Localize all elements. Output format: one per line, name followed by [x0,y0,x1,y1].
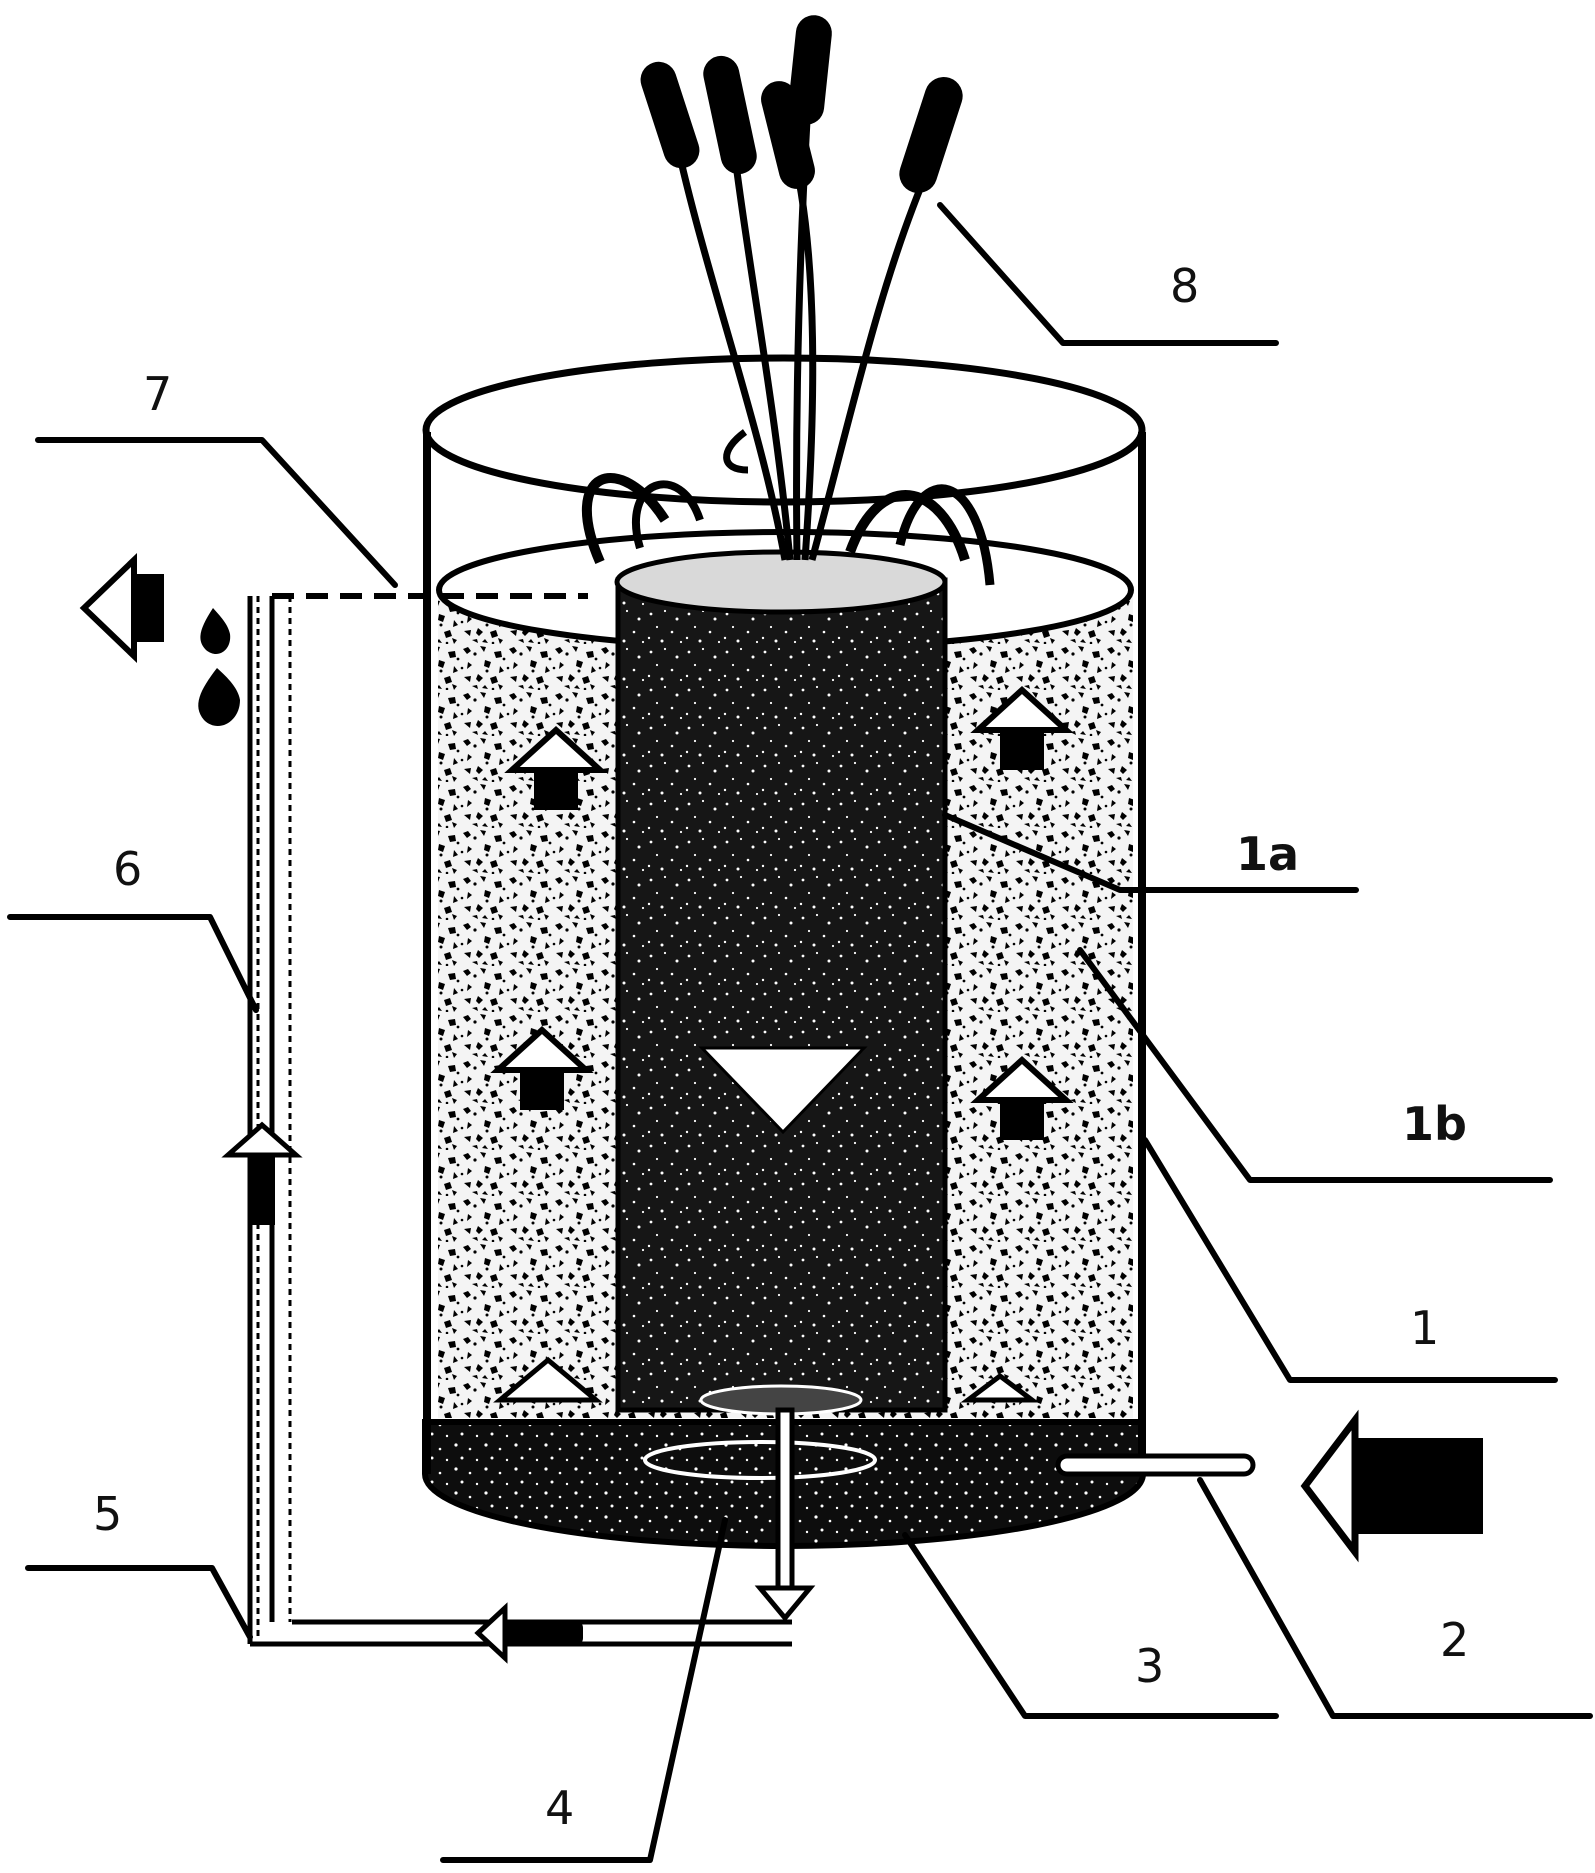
leader-1a [942,812,1359,893]
water-drop-icon [198,668,240,727]
upflow-arrow-right-lower [970,1055,1074,1140]
upflow-arrow-left-lower [490,1025,594,1110]
leader-5 [25,1565,253,1640]
leader-1 [1142,1137,1558,1383]
leader-1b [1077,947,1553,1183]
label-6: 6 [113,842,142,896]
labels: 8 7 1a 1b 1 6 5 4 3 2 [93,259,1469,1835]
inner-column-top [614,549,948,615]
cattail-plant-icon [581,15,995,586]
leader-6 [7,914,259,1013]
leader-3 [902,1532,1279,1719]
upflow-arrow-left-bottom [493,1356,603,1403]
leader-lines [7,202,1593,1863]
riser-up-arrow-icon [221,1121,303,1225]
upflow-arrow-left-upper [504,725,608,810]
label-1b: 1b [1402,1097,1467,1151]
outlet-stem [775,1407,795,1593]
leader-4 [440,1517,728,1863]
inner-downflow-column [615,577,948,1413]
leader-2 [1197,1477,1593,1719]
effluent-outlet [79,552,240,727]
label-2: 2 [1440,1613,1469,1667]
label-7: 7 [143,367,172,421]
upflow-arrow-right-upper [970,685,1074,770]
water-drop-icon [200,608,231,655]
label-8: 8 [1170,259,1199,313]
downflow-arrow [698,1046,868,1135]
flow-arrows [490,685,1074,1403]
tank [422,354,1146,1593]
inflow-arrow-icon [1300,1409,1483,1563]
recirculation-piping [221,593,816,1664]
label-1a: 1a [1236,827,1299,881]
label-5: 5 [93,1487,122,1541]
inlet-pipe [1055,1409,1483,1563]
bottom-pipe-left-arrow-icon [474,1602,583,1664]
leader-7 [35,437,398,588]
label-4: 4 [545,1781,574,1835]
stem-down-arrow-icon [754,1585,816,1622]
leader-8 [937,202,1279,346]
label-3: 3 [1135,1639,1164,1693]
bottom-collector-ring [643,1440,877,1480]
upflow-arrow-right-bottom [960,1372,1040,1403]
label-1: 1 [1410,1301,1439,1355]
outflow-arrow-icon [79,552,164,664]
